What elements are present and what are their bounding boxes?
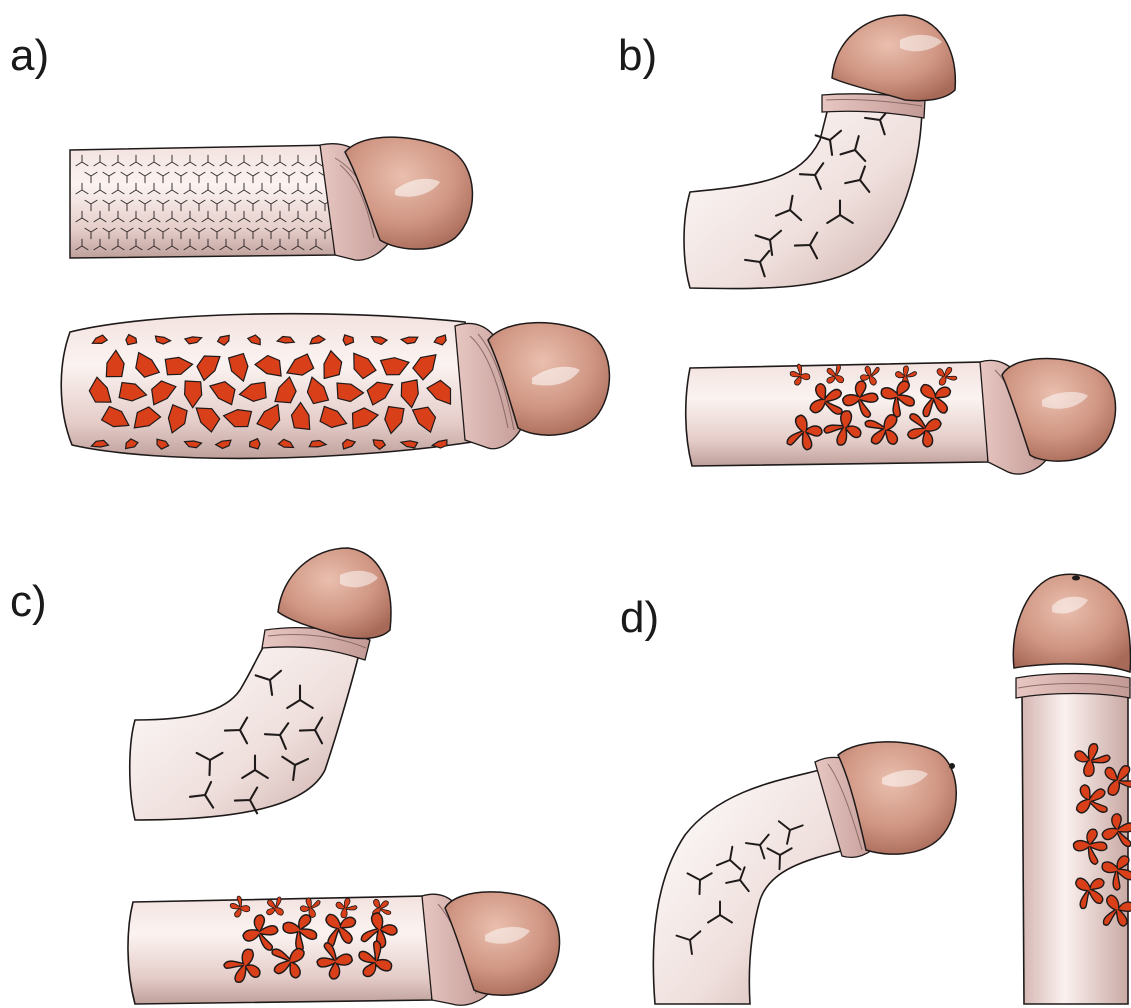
- panel-a-plaque: [61, 314, 609, 459]
- panel-c-plaque: [128, 892, 560, 1005]
- panel-a-healthy: [70, 137, 472, 260]
- panel-d-curved: [653, 742, 956, 1004]
- panel-b-plaque: [686, 359, 1116, 475]
- panel-c-hourglass: [130, 548, 391, 820]
- panel-d-vertical: [1013, 574, 1131, 1004]
- panel-b-bent: [684, 15, 955, 289]
